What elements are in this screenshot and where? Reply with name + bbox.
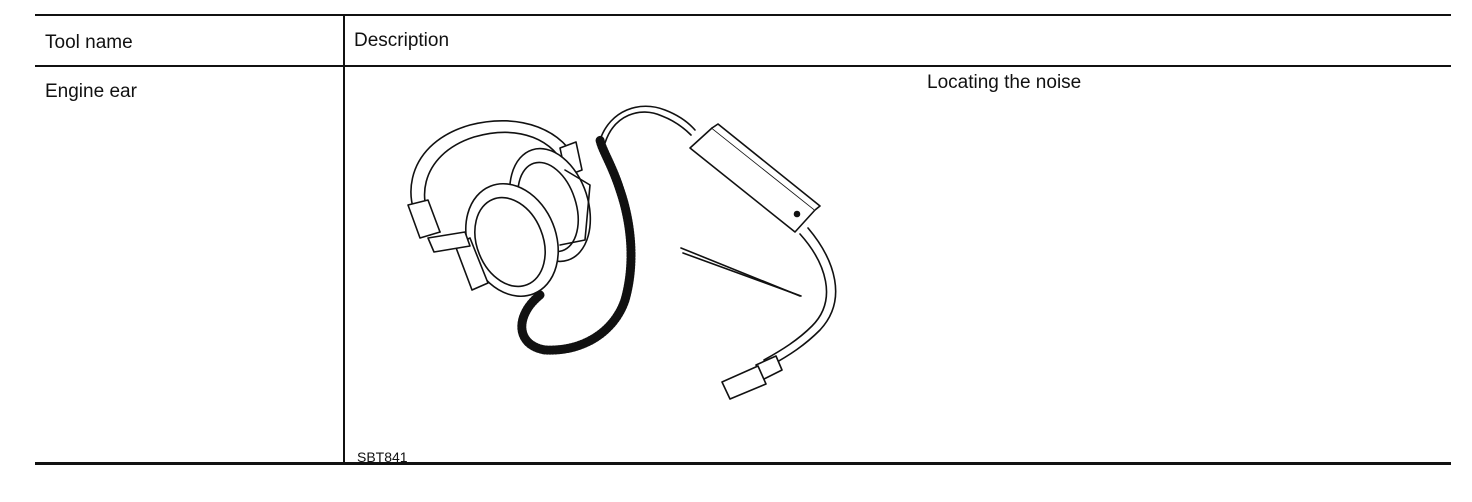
description-caption: Locating the noise bbox=[927, 72, 1082, 93]
flexible-probe-icon bbox=[763, 227, 837, 367]
headphones-icon bbox=[407, 120, 592, 298]
amplifier-box-icon bbox=[689, 123, 821, 233]
table-bottom-rule bbox=[35, 462, 1451, 465]
header-description: Description bbox=[354, 30, 450, 51]
tool-name-cell: Engine ear bbox=[45, 81, 137, 102]
probe-tip-icon bbox=[721, 355, 783, 400]
coiled-cord-icon bbox=[517, 135, 636, 355]
table-top-rule bbox=[35, 14, 1451, 16]
header-tool-name: Tool name bbox=[45, 32, 133, 53]
cable-icon bbox=[599, 105, 696, 144]
engine-ear-illustration bbox=[407, 105, 837, 400]
probe-rod-icon bbox=[680, 247, 802, 297]
table-column-divider bbox=[343, 14, 345, 464]
table-header-rule bbox=[35, 65, 1451, 67]
figure-code: SBT841 bbox=[357, 449, 408, 465]
